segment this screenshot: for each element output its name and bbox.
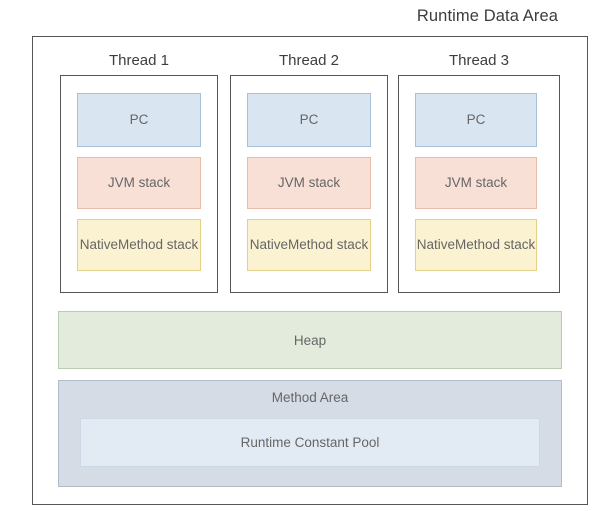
thread-2-native-line-2: Method stack [287, 237, 369, 253]
thread-3-native-method-stack-box: Native Method stack [415, 219, 537, 271]
thread-3-pc-box: PC [415, 93, 537, 147]
thread-3-native-line-2: Method stack [454, 237, 536, 253]
thread-1-native-method-stack-box: Native Method stack [77, 219, 201, 271]
heap-box: Heap [58, 311, 562, 369]
thread-2-native-line-1: Native [249, 237, 288, 253]
runtime-constant-pool-box: Runtime Constant Pool [80, 418, 540, 467]
thread-2-native-method-stack-box: Native Method stack [247, 219, 371, 271]
thread-2-jvm-stack-box: JVM stack [247, 157, 371, 209]
thread-1-native-line-2: Method stack [117, 237, 199, 253]
diagram-title: Runtime Data Area [416, 7, 558, 25]
method-area-box: Method Area Runtime Constant Pool [58, 380, 562, 487]
thread-1-native-line-1: Native [79, 237, 118, 253]
thread-label-1: Thread 1 [108, 52, 170, 69]
method-area-label: Method Area [271, 390, 349, 405]
thread-1-pc-box: PC [77, 93, 201, 147]
thread-3-native-line-1: Native [416, 237, 455, 253]
thread-3-jvm-stack-box: JVM stack [415, 157, 537, 209]
thread-label-3: Thread 3 [448, 52, 510, 69]
thread-1-jvm-stack-box: JVM stack [77, 157, 201, 209]
thread-2-pc-box: PC [247, 93, 371, 147]
thread-label-2: Thread 2 [278, 52, 340, 69]
